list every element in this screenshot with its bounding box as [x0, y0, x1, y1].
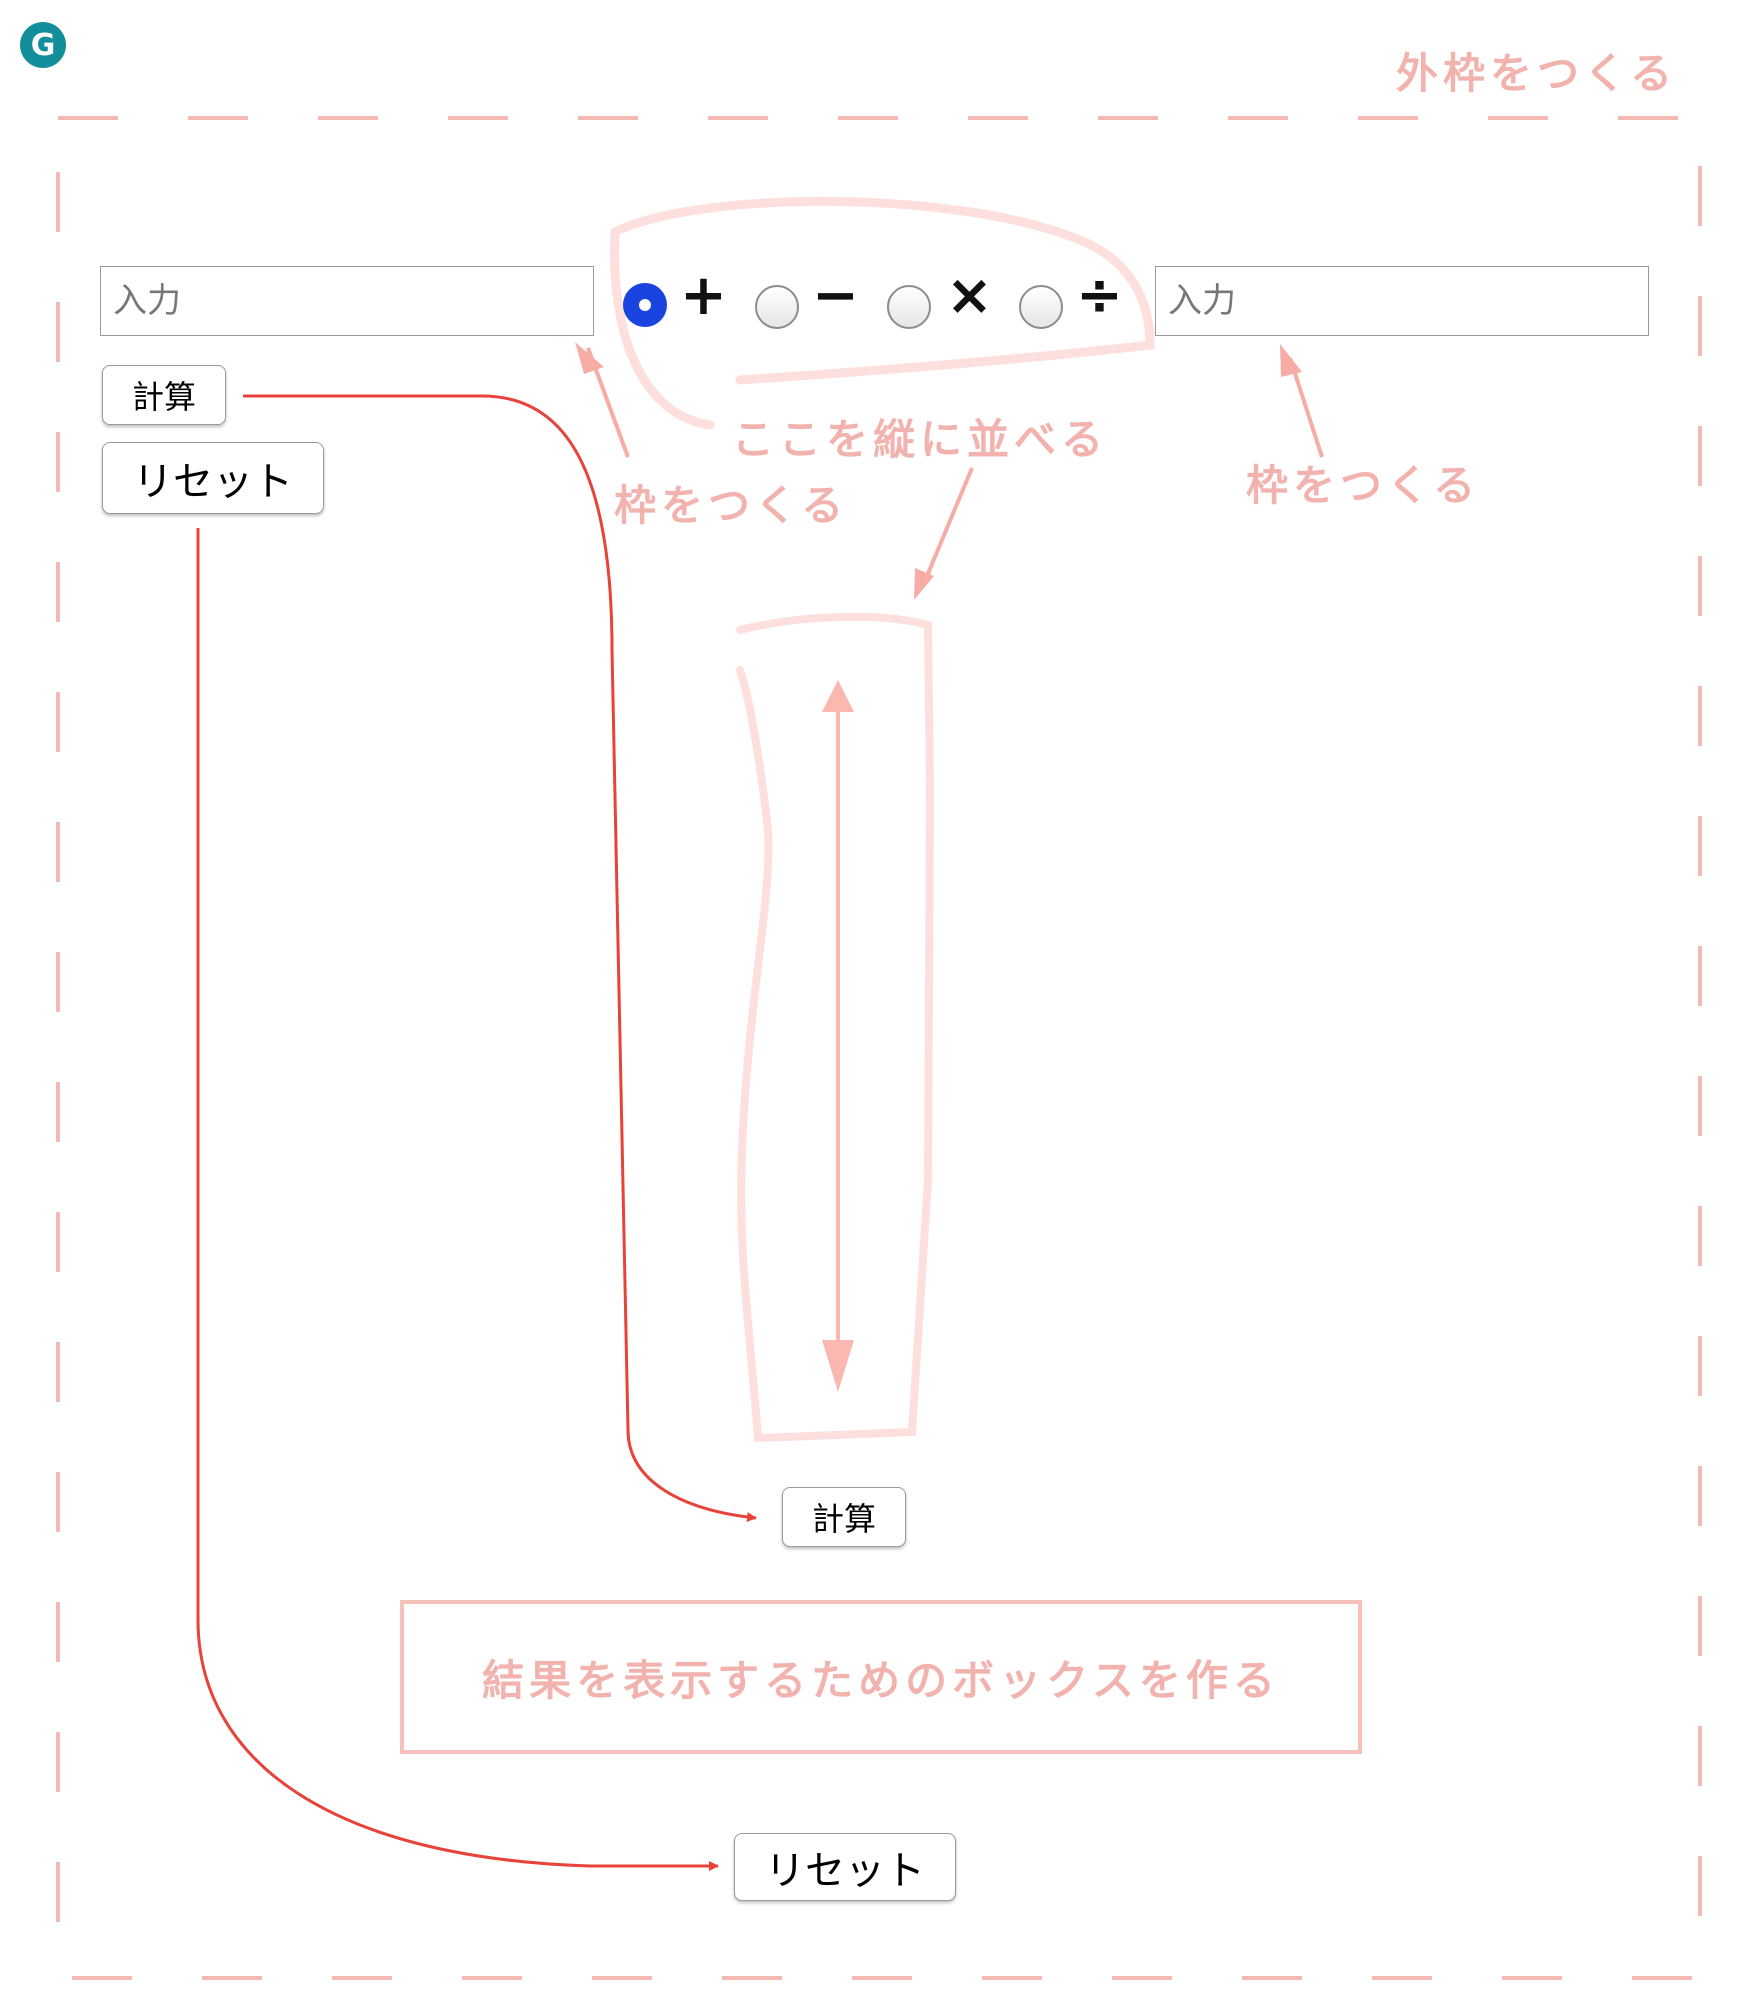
vertical-align-annotation: ここを縦に並べる	[732, 415, 1109, 464]
arrow-to-left-input-head	[575, 342, 604, 374]
arrow-to-right-input-head	[1280, 344, 1302, 377]
left-frame-annotation: 枠をつくる	[614, 481, 849, 530]
vertical-column-sketch	[736, 612, 935, 1443]
first-number-input[interactable]	[100, 266, 594, 336]
app-logo-icon: G	[20, 22, 66, 68]
operator-divide-label: ÷	[1076, 263, 1123, 328]
radio-add[interactable]	[623, 283, 667, 327]
arrow-to-right-input	[1288, 357, 1324, 458]
result-box-annotation: 結果を表示するためのボックスを作る	[482, 1655, 1280, 1705]
result-display-box: 結果を表示するためのボックスを作る	[400, 1600, 1362, 1754]
calc-move-arrow	[243, 394, 757, 1523]
reset-button-bottom[interactable]: リセット	[734, 1833, 956, 1901]
calc-button-bottom[interactable]: 計算	[782, 1487, 906, 1547]
calc-button-top[interactable]: 計算	[102, 365, 226, 425]
radio-divide[interactable]	[1019, 285, 1063, 329]
operator-add-label: +	[680, 263, 727, 328]
right-frame-annotation: 枠をつくる	[1246, 461, 1481, 510]
operator-subtract-label: −	[812, 263, 859, 328]
vertical-arrow-bottom-head	[822, 1340, 854, 1392]
operator-multiply-label: ×	[946, 263, 993, 328]
radio-subtract[interactable]	[755, 285, 799, 329]
reset-button-top[interactable]: リセット	[102, 442, 324, 514]
outer-frame-annotation: 外枠をつくる	[1396, 49, 1678, 98]
arrow-to-column-head	[914, 568, 934, 600]
arrow-to-left-input	[586, 347, 630, 458]
vertical-arrow-top-head	[822, 680, 854, 712]
arrow-to-column	[920, 467, 974, 589]
second-number-input[interactable]	[1155, 266, 1649, 336]
radio-multiply[interactable]	[887, 285, 931, 329]
